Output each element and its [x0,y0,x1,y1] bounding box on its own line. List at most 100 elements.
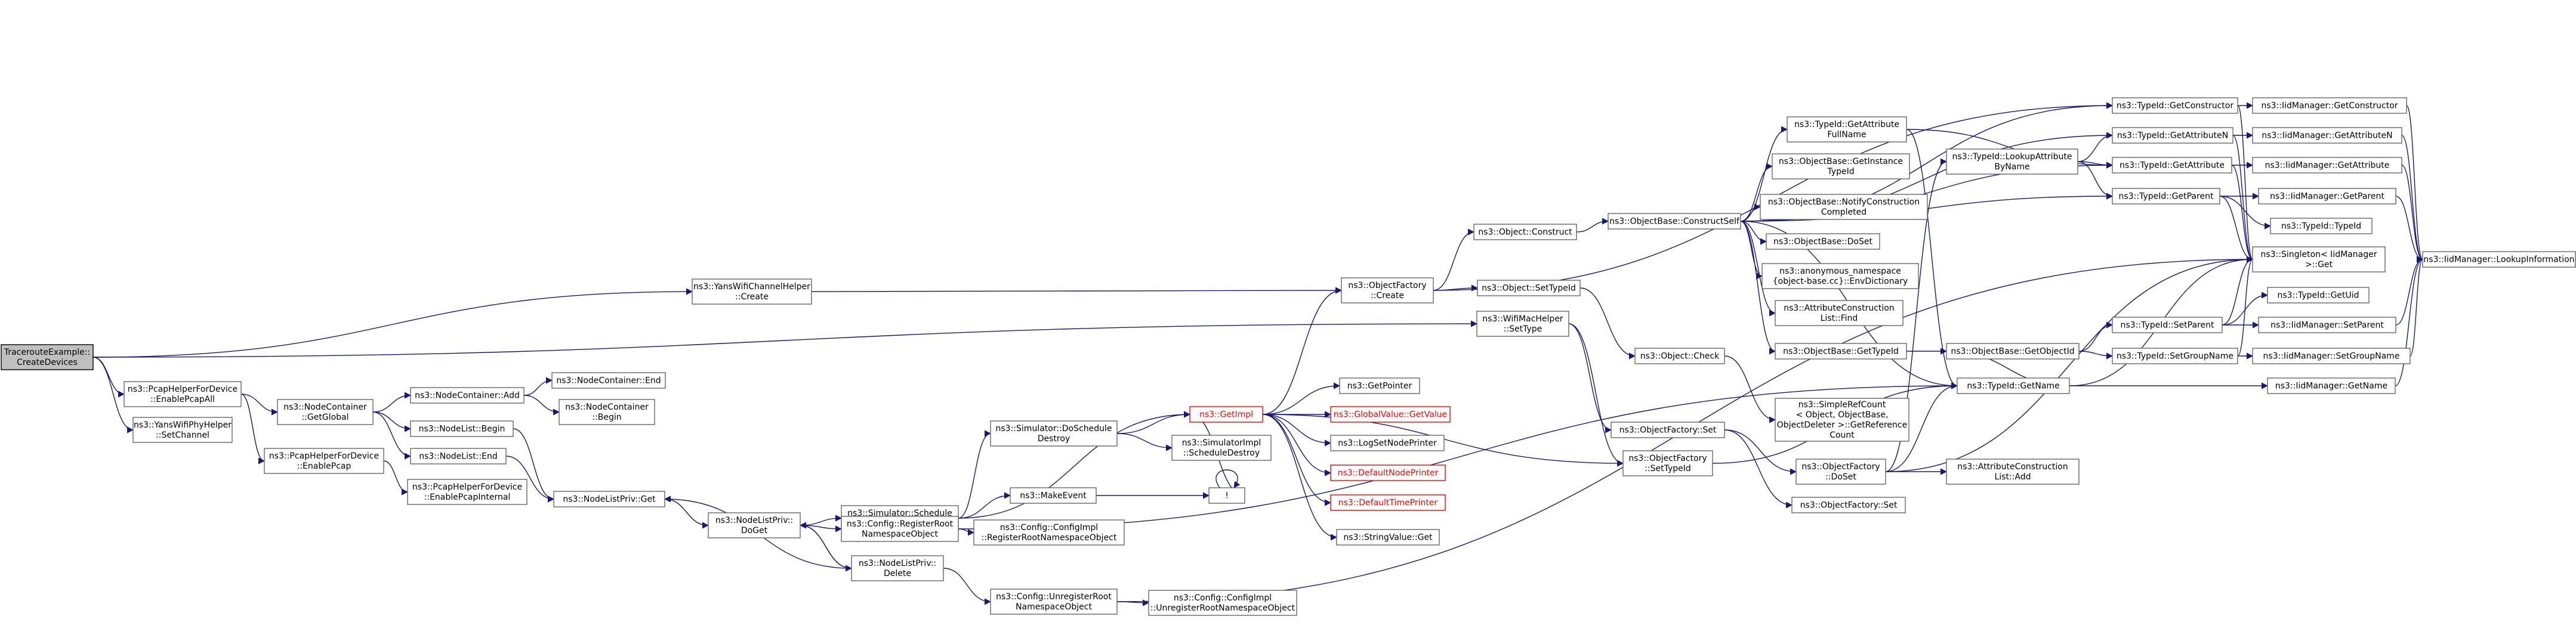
graph-node-anonenv[interactable]: ns3::anonymous_namespace{object-base.cc}… [1761,263,1919,289]
graph-node-pcapinternal[interactable]: ns3::PcapHelperForDevice::EnablePcapInte… [407,479,527,505]
node-box [2267,287,2370,304]
node-label-line: ns3::TypeId::SetGroupName [2117,352,2233,361]
node-box [410,420,514,437]
graph-node-nlbegin[interactable]: ns3::NodeList::Begin [410,420,514,437]
node-box [2258,317,2396,333]
graph-node-yanschanhelper[interactable]: ns3::YansWifiChannelHelper::Create [692,278,812,305]
graph-node-objsettypeid[interactable]: ns3::Object::SetTypeId [1477,280,1581,296]
graph-node-objfactsettypeid[interactable]: ns3::ObjectFactory::SetTypeId [1622,450,1713,476]
graph-node-deftimeprinter[interactable]: ns3::DefaultTimePrinter [1330,494,1446,511]
graph-node-tidtypeid[interactable]: ns3::TypeId::TypeId [2270,218,2373,234]
graph-node-pcapall[interactable]: ns3::PcapHelperForDevice::EnablePcapAll [124,381,242,407]
node-label-line: ns3::NodeContainer [565,402,649,412]
graph-node-iidsetgroup[interactable]: ns3::IidManager::SetGroupName [2252,348,2411,364]
node-label-line: ::RegisterRootNamespaceObject [982,533,1117,543]
graph-node-getpointer[interactable]: ns3::GetPointer [1339,377,1420,394]
graph-node-iidgetparent[interactable]: ns3::IidManager::GetParent [2258,188,2396,205]
graph-node-obnotify[interactable]: ns3::ObjectBase::NotifyConstructionCompl… [1760,194,1928,220]
graph-node-ncbegin[interactable]: ns3::NodeContainer::Begin [559,399,655,425]
graph-node-obdoset[interactable]: ns3::ObjectBase::DoSet [1766,233,1880,250]
node-label-line: Destroy [1038,434,1070,444]
graph-node-globalvalue[interactable]: ns3::GlobalValue::GetValue [1330,406,1451,423]
graph-node-simimplsched[interactable]: ns3::SimulatorImpl::ScheduleDestroy [1171,435,1272,461]
graph-node-tidgetuid[interactable]: ns3::TypeId::GetUid [2267,287,2370,304]
edge-bang-to-bang [1215,469,1241,488]
edge-nlbegin-to-nlprivget [513,428,555,503]
graph-node-setchannel[interactable]: ns3::YansWifiPhyHelper::SetChannel [132,417,233,443]
graph-node-tidgetparent[interactable]: ns3::TypeId::GetParent [2112,188,2220,205]
graph-node-iidlookupinfo[interactable]: ns3::IidManager::LookupInformation [2422,251,2576,268]
edge-obconstructself-to-obgettypeid [1740,221,1776,355]
graph-node-cfgimplreg[interactable]: ns3::Config::ConfigImpl::RegisterRootNam… [973,519,1125,546]
graph-node-simplerefcount[interactable]: ns3::SimpleRefCount< Object, ObjectBase,… [1775,398,1909,442]
node-box [973,519,1125,546]
graph-node-objfactcreate[interactable]: ns3::ObjectFactory::Create [1341,277,1434,304]
node-label-line: ::SetChannel [156,431,209,440]
graph-node-tidgetname[interactable]: ns3::TypeId::GetName [1957,377,2070,394]
node-box [1010,487,1097,504]
edge-tidlookup-to-tidgetattr [2077,161,2114,169]
graph-node-obgettypeid[interactable]: ns3::ObjectBase::GetTypeId [1775,343,1907,360]
graph-node-ncgetglobal[interactable]: ns3::NodeContainer::GetGlobal [277,399,374,425]
node-box [1330,465,1446,481]
graph-node-iidgetattrn[interactable]: ns3::IidManager::GetAttributeN [2252,127,2402,144]
graph-node-ncend[interactable]: ns3::NodeContainer::End [551,372,666,389]
graph-node-tidgetconstructor[interactable]: ns3::TypeId::GetConstructor [2112,97,2238,114]
graph-node-defnodeprinter[interactable]: ns3::DefaultNodePrinter [1330,465,1446,481]
graph-node-macsettype[interactable]: ns3::WifiMacHelper::SetType [1476,311,1569,337]
edge-path [92,320,1478,358]
graph-node-cfgregroot[interactable]: ns3::Config::RegisterRootNamespaceObject [841,516,959,542]
graph-node-nlprivdelete[interactable]: ns3::NodeListPriv::Delete [851,555,944,581]
graph-node-tidgetattr[interactable]: ns3::TypeId::GetAttribute [2112,157,2232,174]
node-label-line: ns3::NodeContainer::Add [415,391,520,401]
graph-node-objfactdoset[interactable]: ns3::ObjectFactory::DoSet [1796,459,1886,485]
node-label-line: ns3::IidManager::GetAttributeN [2262,131,2392,141]
graph-node-iidgetconstructor[interactable]: ns3::IidManager::GetConstructor [2252,97,2407,114]
graph-node-nlend[interactable]: ns3::NodeList::End [410,448,507,465]
graph-node-iidsetparent[interactable]: ns3::IidManager::SetParent [2258,317,2396,333]
graph-node-makeevent[interactable]: ns3::MakeEvent [1010,487,1097,504]
graph-node-enablepcap[interactable]: ns3::PcapHelperForDevice::EnablePcap [264,448,384,474]
graph-node-getimpl[interactable]: ns3::GetImpl [1189,406,1263,423]
edge-objconstruct-to-obconstructself [1576,218,1609,233]
node-label-line: ns3::YansWifiChannelHelper [693,282,810,292]
node-label-line: ns3::TypeId::TypeId [2281,222,2361,231]
node-box [1775,343,1907,360]
node-label-line: ns3::PcapHelperForDevice [412,482,522,492]
graph-node-cfgunregroot[interactable]: ns3::Config::UnregisterRootNamespaceObje… [990,589,1118,615]
graph-node-objconstruct[interactable]: ns3::Object::Construct [1473,224,1577,240]
graph-node-tidgetattrn[interactable]: ns3::TypeId::GetAttributeN [2112,127,2233,144]
edge-iidgetconstructor-to-iidlookupinfo [2406,105,2424,263]
edge-iidgetparent-to-iidlookupinfo [2395,196,2424,263]
node-box [1341,277,1434,304]
node-box [1957,377,2070,394]
graph-node-stringvalueget[interactable]: ns3::StringValue::Get [1336,529,1440,546]
graph-node-obconstructself[interactable]: ns3::ObjectBase::ConstructSelf [1608,213,1741,230]
graph-node-objfactset[interactable]: ns3::ObjectFactory::Set [1611,422,1725,438]
graph-node-nlprivdoget[interactable]: ns3::NodeListPriv::DoGet [708,512,801,538]
graph-node-nlprivget[interactable]: ns3::NodeListPriv::Get [553,491,665,507]
graph-node-tidsetparent[interactable]: ns3::TypeId::SetParent [2112,317,2223,333]
graph-node-obgetobjectid[interactable]: ns3::ObjectBase::GetObjectId [1946,343,2080,360]
graph-node-tidsetgroup[interactable]: ns3::TypeId::SetGroupName [2112,348,2238,364]
graph-node-logsetnode[interactable]: ns3::LogSetNodePrinter [1330,435,1445,451]
edge-tidlookup-to-tidgetattrn [2077,132,2114,162]
graph-node-ncadd[interactable]: ns3::NodeContainer::Add [410,387,525,404]
graph-node-iidgetname[interactable]: ns3::IidManager::GetName [2267,377,2396,394]
graph-node-bang[interactable]: ! [1208,487,1245,504]
node-label-line: ns3::IidManager::SetParent [2270,321,2384,330]
graph-node-singletonget[interactable]: ns3::Singleton< IidManager >::Get [2252,246,2386,272]
graph-node-cfgimplunreg[interactable]: ns3::Config::ConfigImpl::UnregisterRootN… [1148,590,1297,616]
graph-node-objfactset2[interactable]: ns3::ObjectFactory::Set [1791,497,1906,513]
edge-getimpl-to-stringvalueget [1262,414,1338,541]
graph-node-iidgetattr[interactable]: ns3::IidManager::GetAttribute [2252,157,2402,174]
graph-node-objcheck[interactable]: ns3::Object::Check [1634,348,1725,364]
edge-simdoschedule-to-simimplsched [1116,433,1173,451]
edge-path [958,411,1191,519]
